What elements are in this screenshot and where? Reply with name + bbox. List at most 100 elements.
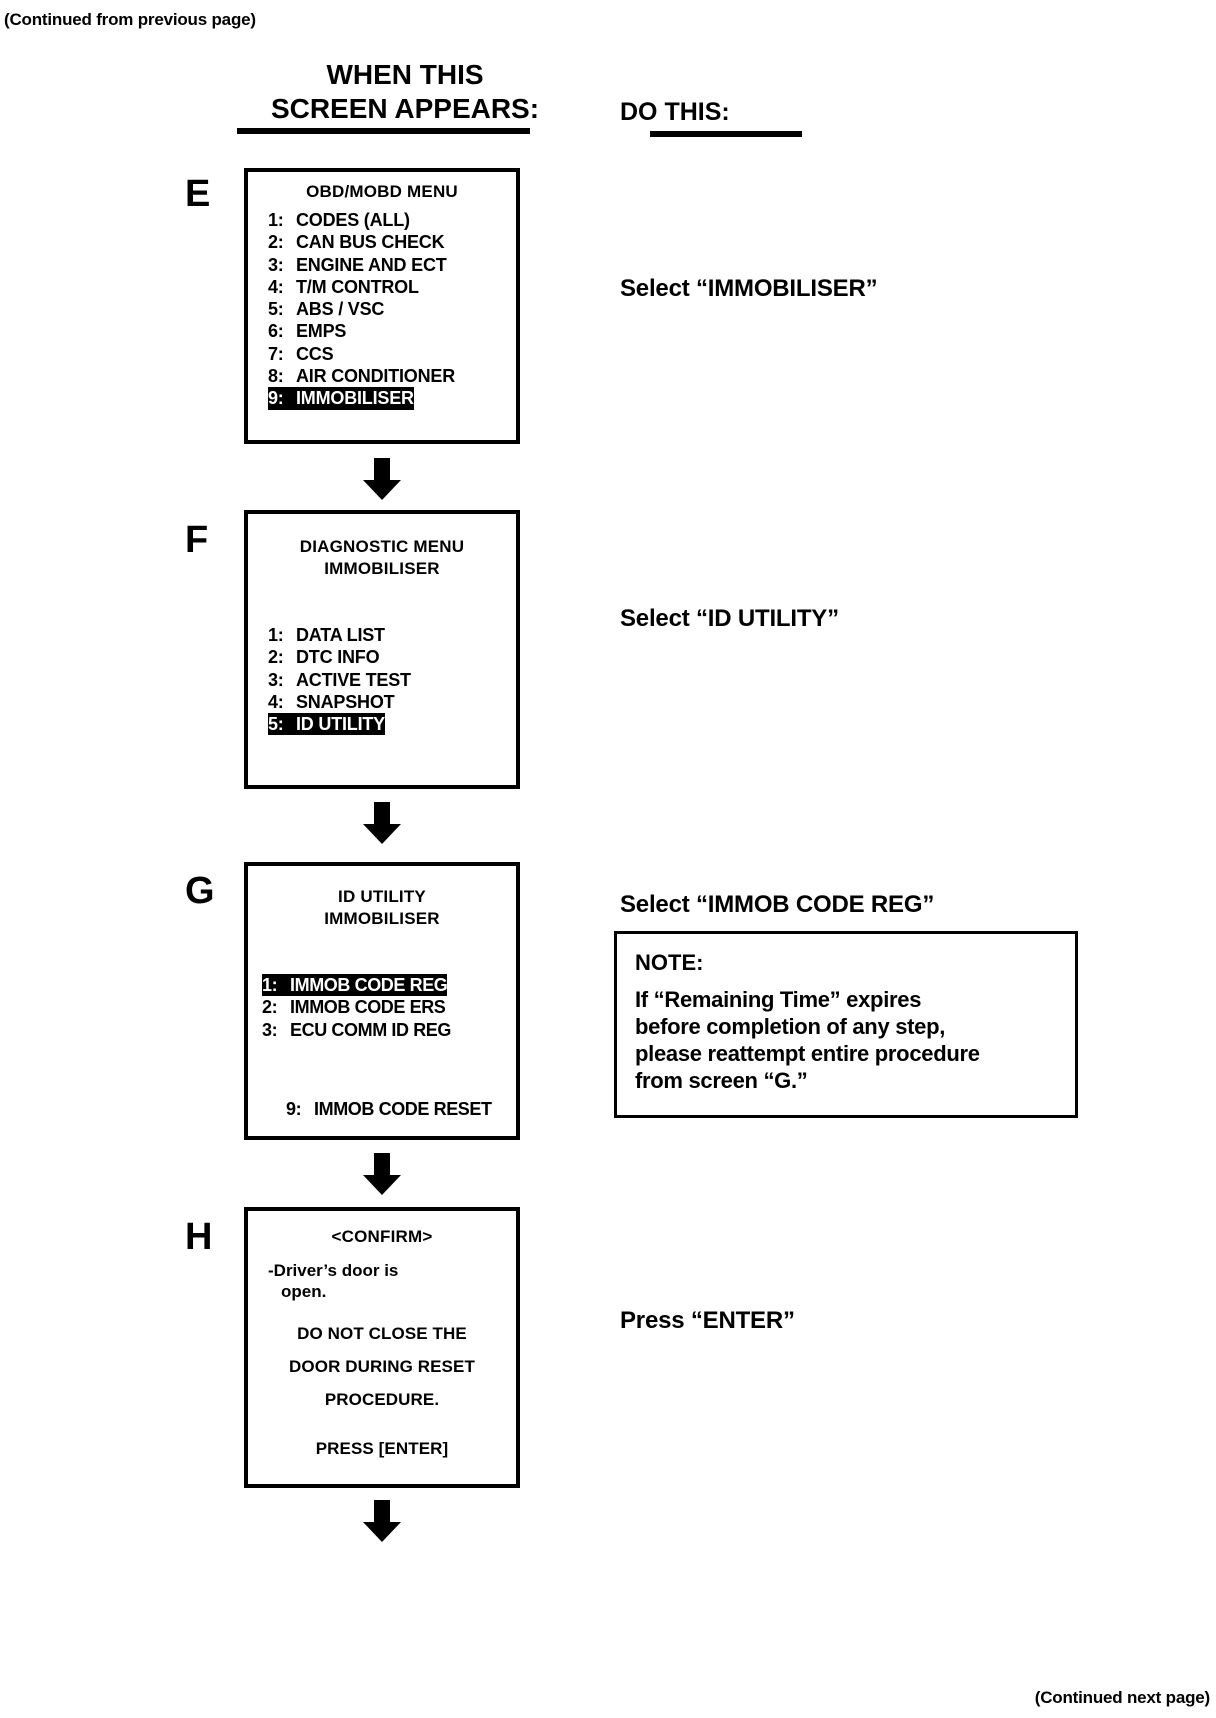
menu-item-label: AIR CONDITIONER: [296, 366, 456, 387]
column-heading-do-this: DO THIS:: [620, 98, 730, 126]
column-heading-when-this-screen-appears: WHEN THIS SCREEN APPEARS:: [250, 58, 560, 126]
screen-f-title: DIAGNOSTIC MENU IMMOBILISER: [248, 514, 516, 580]
step-letter-h: H: [185, 1216, 213, 1258]
screen-g-title-line-1: ID UTILITY: [338, 887, 426, 906]
note-line-1: If “Remaining Time” expires: [635, 987, 922, 1012]
step-letter-f: F: [185, 519, 209, 561]
instruction-step-g: Select “IMMOB CODE REG”: [620, 891, 935, 918]
menu-item-number: 7:: [268, 343, 284, 364]
instruction-step-h: Press “ENTER”: [620, 1307, 795, 1334]
menu-item-number: 5:: [268, 714, 284, 735]
menu-item-selected[interactable]: 5: ID UTILITY: [268, 713, 385, 736]
screen-e-title: OBD/MOBD MENU: [248, 172, 516, 203]
menu-item[interactable]: 4: T/M CONTROL: [268, 276, 419, 298]
menu-item[interactable]: 6: EMPS: [268, 320, 346, 342]
menu-item[interactable]: 3: ECU COMM ID REG: [262, 1019, 451, 1041]
menu-item-number: 4:: [268, 691, 284, 712]
menu-item[interactable]: 7: CCS: [268, 343, 334, 365]
menu-item-number: 3:: [268, 254, 284, 275]
column-heading-line-1: WHEN THIS: [326, 59, 484, 90]
menu-item-label: DATA LIST: [296, 625, 385, 645]
note-title: NOTE:: [635, 950, 704, 975]
menu-item[interactable]: 3: ACTIVE TEST: [268, 669, 411, 691]
screen-panel-e: OBD/MOBD MENU 1: CODES (ALL) 2: CAN BUS …: [244, 168, 520, 444]
step-letter-g: G: [185, 870, 215, 912]
menu-item-label: SNAPSHOT: [296, 691, 395, 712]
menu-item[interactable]: 8: AIR CONDITIONER: [268, 365, 455, 387]
menu-item[interactable]: 1: CODES (ALL): [268, 209, 410, 231]
note-body: If “Remaining Time” expires before compl…: [617, 976, 1075, 1094]
menu-item-label: ID UTILITY: [296, 714, 385, 735]
menu-item-label: DTC INFO: [296, 647, 380, 668]
screen-h-press-enter-prompt: PRESS [ENTER]: [315, 1439, 449, 1458]
instruction-step-f: Select “ID UTILITY”: [620, 605, 839, 632]
menu-item-label: ACTIVE TEST: [296, 669, 411, 690]
column-heading-line-2: SCREEN APPEARS:: [270, 93, 540, 124]
menu-item-selected[interactable]: 1: IMMOB CODE REG: [262, 974, 448, 997]
menu-item[interactable]: 2: DTC INFO: [268, 646, 380, 668]
menu-item-label: IMMOB CODE REG: [290, 975, 448, 995]
menu-item-number: 9:: [268, 388, 284, 409]
menu-item-label: T/M CONTROL: [296, 276, 419, 297]
screen-g-title-line-2: IMMOBILISER: [324, 909, 440, 928]
menu-item-label: CAN BUS CHECK: [296, 232, 445, 253]
menu-item-label: CCS: [296, 343, 334, 364]
step-letter-e: E: [185, 173, 211, 215]
menu-item-number: 2:: [268, 232, 284, 253]
menu-item[interactable]: 2: IMMOB CODE ERS: [262, 996, 446, 1018]
instruction-step-e: Select “IMMOBILISER”: [620, 275, 878, 302]
flow-down-arrow-icon: [363, 1500, 401, 1542]
menu-item-label: EMPS: [296, 321, 347, 342]
menu-item[interactable]: 2: CAN BUS CHECK: [268, 231, 445, 253]
menu-item-number: 3:: [268, 669, 284, 690]
screen-g-title: ID UTILITY IMMOBILISER: [248, 866, 516, 930]
note-box: NOTE: If “Remaining Time” expires before…: [614, 931, 1078, 1118]
screen-h-warning-line-3: PROCEDURE.: [324, 1390, 440, 1409]
screen-h-door-status: -Driver’s door is open.: [248, 1260, 516, 1302]
note-line-2: before completion of any step,: [635, 1014, 946, 1039]
menu-item-number: 4:: [268, 276, 284, 297]
menu-item-number: 6:: [268, 321, 284, 342]
menu-item-selected[interactable]: 9: IMMOBILISER: [268, 387, 414, 410]
menu-item-number: 3:: [262, 1019, 278, 1040]
menu-item-label: ECU COMM ID REG: [290, 1019, 452, 1040]
menu-item-label: IMMOB CODE ERS: [290, 997, 446, 1018]
menu-item[interactable]: 1: DATA LIST: [268, 624, 385, 646]
menu-item[interactable]: 4: SNAPSHOT: [268, 691, 395, 713]
flow-down-arrow-icon: [363, 1153, 401, 1195]
screen-e-menu-list: 1: CODES (ALL) 2: CAN BUS CHECK 3: ENGIN…: [248, 209, 516, 410]
menu-item-label: ABS / VSC: [296, 299, 385, 320]
continued-from-previous-page-note: (Continued from previous page): [4, 10, 256, 29]
menu-item-number: 2:: [262, 997, 278, 1018]
menu-item-label: IMMOB CODE RESET: [314, 1098, 492, 1119]
menu-item[interactable]: 3: ENGINE AND ECT: [268, 254, 447, 276]
note-line-3: please reattempt entire procedure: [635, 1041, 980, 1066]
menu-item-number: 1:: [268, 210, 284, 230]
flow-down-arrow-icon: [363, 802, 401, 844]
screen-h-warning-line-2: DOOR DURING RESET: [289, 1357, 475, 1376]
screen-h-warning-line-1: DO NOT CLOSE THE: [297, 1324, 467, 1343]
menu-item[interactable]: 9: IMMOB CODE RESET: [248, 1099, 516, 1120]
menu-item[interactable]: 5: ABS / VSC: [268, 298, 384, 320]
menu-item-number: 2:: [268, 647, 284, 668]
screen-h-door-status-line-1: -Driver’s door is: [268, 1261, 399, 1280]
note-line-4: from screen “G.”: [635, 1068, 808, 1093]
menu-item-number: 8:: [268, 366, 284, 387]
screen-h-confirm-title: <CONFIRM>: [331, 1227, 433, 1246]
screen-panel-g: ID UTILITY IMMOBILISER 1: IMMOB CODE REG…: [244, 862, 520, 1140]
menu-item-number: 1:: [268, 625, 284, 645]
screen-e-title-line-1: OBD/MOBD MENU: [306, 182, 458, 201]
continued-next-page-note: (Continued next page): [1034, 1688, 1210, 1707]
screen-f-menu-list: 1: DATA LIST 2: DTC INFO 3: ACTIVE TEST …: [248, 624, 516, 736]
menu-item-number: 1:: [262, 975, 278, 995]
screen-panel-h: <CONFIRM> -Driver’s door is open. DO NOT…: [244, 1207, 520, 1488]
menu-item-number: 5:: [268, 299, 284, 320]
menu-item-label: CODES (ALL): [296, 210, 410, 230]
screen-f-title-line-1: DIAGNOSTIC MENU: [299, 537, 465, 556]
flow-down-arrow-icon: [363, 458, 401, 500]
screen-h-door-status-line-2: open.: [281, 1282, 327, 1301]
column-heading-when-underline: [237, 128, 530, 134]
menu-item-number: 9:: [286, 1098, 302, 1119]
screen-f-title-line-2: IMMOBILISER: [324, 559, 440, 578]
screen-g-menu-list: 1: IMMOB CODE REG 2: IMMOB CODE ERS 3: E…: [248, 974, 516, 1041]
